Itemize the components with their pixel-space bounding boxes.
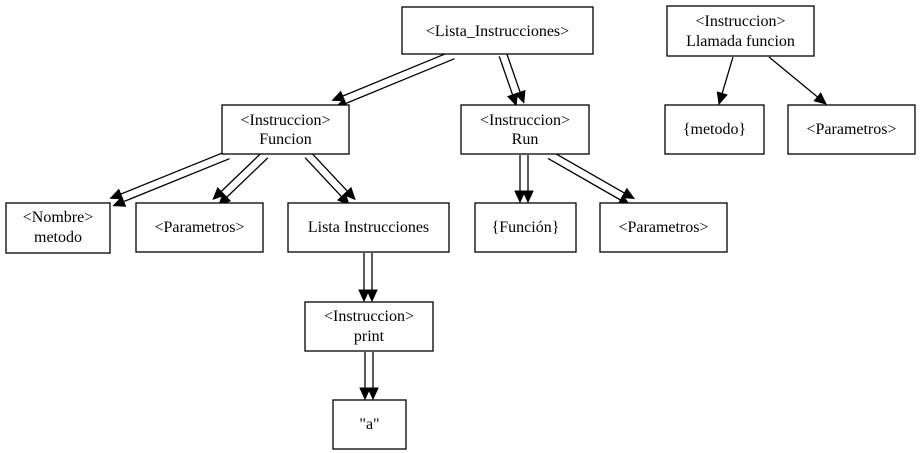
arrowhead bbox=[621, 187, 636, 200]
node-label: <Instruccion> bbox=[240, 112, 330, 129]
arrowhead bbox=[522, 190, 534, 204]
arrowhead bbox=[331, 90, 346, 102]
edge-line bbox=[498, 56, 514, 96]
edge-instruccion-llamada-to-metodo-literal bbox=[716, 56, 734, 106]
node-instruccion-print: <Instruccion> print bbox=[304, 301, 434, 352]
node-instruccion-llamada-funcion: <Instruccion> Llamada funcion bbox=[666, 5, 815, 57]
edge-line bbox=[310, 151, 348, 192]
edge-instruccion-funcion-to-lista-instrucciones-child bbox=[304, 151, 356, 206]
node-label: <Parametros> bbox=[806, 121, 896, 138]
edge-line bbox=[547, 157, 621, 201]
nodes-layer: <Lista_Instrucciones> <Instruccion> Func… bbox=[5, 5, 916, 450]
arrowhead bbox=[514, 190, 526, 204]
arrowhead bbox=[813, 92, 827, 105]
node-lista-instrucciones-child: Lista Instrucciones bbox=[287, 202, 450, 253]
node-label: <Instruccion> bbox=[695, 13, 785, 30]
edge-line bbox=[226, 157, 269, 198]
edge-line bbox=[123, 158, 230, 203]
arrowhead bbox=[109, 188, 124, 200]
edges-layer bbox=[109, 50, 827, 401]
node-label: <Nombre> bbox=[23, 209, 93, 226]
edge-instruccion-run-to-funcion-literal bbox=[514, 155, 534, 204]
edge-instruccion-funcion-to-nombre-metodo bbox=[109, 150, 230, 207]
edge-line bbox=[120, 150, 227, 195]
edge-line bbox=[345, 58, 455, 105]
node-nombre-metodo: <Nombre> metodo bbox=[5, 202, 111, 254]
edge-instruccion-llamada-to-parametros-llamada bbox=[768, 56, 827, 105]
node-parametros-llamada: <Parametros> bbox=[787, 104, 916, 155]
node-funcion-literal: {Función} bbox=[474, 202, 577, 253]
node-string-a: "a" bbox=[332, 399, 407, 450]
arrowhead bbox=[366, 289, 378, 303]
edge-lista-instrucciones-root-to-instruccion-run bbox=[498, 53, 526, 107]
node-label: {metodo} bbox=[683, 121, 746, 138]
edge-line bbox=[551, 150, 625, 194]
edge-line bbox=[721, 56, 734, 94]
edge-lista-instrucciones-root-to-instruccion-funcion bbox=[331, 50, 455, 109]
node-label: <Lista_Instrucciones> bbox=[426, 23, 569, 40]
edge-lista-instrucciones-child-to-instruccion-print bbox=[358, 253, 378, 303]
node-label: {Función} bbox=[492, 219, 560, 236]
arrowhead bbox=[342, 186, 356, 201]
edge-line bbox=[768, 56, 818, 98]
node-label: <Instruccion> bbox=[324, 308, 414, 325]
node-parametros-run: <Parametros> bbox=[599, 202, 728, 253]
node-instruccion-run: <Instruccion> Run bbox=[460, 104, 590, 155]
edge-instruccion-print-to-string-a bbox=[359, 352, 379, 401]
arrowhead bbox=[716, 91, 728, 106]
arrowhead bbox=[514, 89, 526, 104]
node-label: Funcion bbox=[259, 131, 311, 148]
node-label: <Instruccion> bbox=[480, 112, 570, 129]
edge-line bbox=[342, 50, 452, 97]
edge-instruccion-run-to-parametros-run bbox=[547, 150, 636, 207]
node-instruccion-funcion: <Instruccion> Funcion bbox=[221, 104, 350, 155]
edge-instruccion-funcion-to-parametros-funcion bbox=[212, 151, 269, 206]
node-label: <Parametros> bbox=[154, 219, 244, 236]
node-label: Lista Instrucciones bbox=[308, 219, 429, 236]
arrowhead bbox=[367, 387, 379, 401]
node-label: "a" bbox=[359, 416, 379, 433]
arrowhead bbox=[358, 289, 370, 303]
node-label: Run bbox=[512, 131, 539, 148]
node-label: <Parametros> bbox=[618, 219, 708, 236]
node-label: Llamada funcion bbox=[686, 33, 795, 50]
node-metodo-literal: {metodo} bbox=[664, 104, 765, 155]
edge-line bbox=[220, 151, 263, 192]
node-label: print bbox=[354, 328, 385, 345]
arrowhead bbox=[212, 186, 226, 200]
arrowhead bbox=[359, 387, 371, 401]
node-label: metodo bbox=[34, 229, 82, 246]
edge-line bbox=[304, 157, 343, 198]
node-lista-instrucciones-root: <Lista_Instrucciones> bbox=[401, 6, 594, 55]
node-parametros-funcion: <Parametros> bbox=[135, 202, 264, 253]
edge-line bbox=[506, 53, 521, 93]
arrowhead bbox=[506, 92, 518, 107]
